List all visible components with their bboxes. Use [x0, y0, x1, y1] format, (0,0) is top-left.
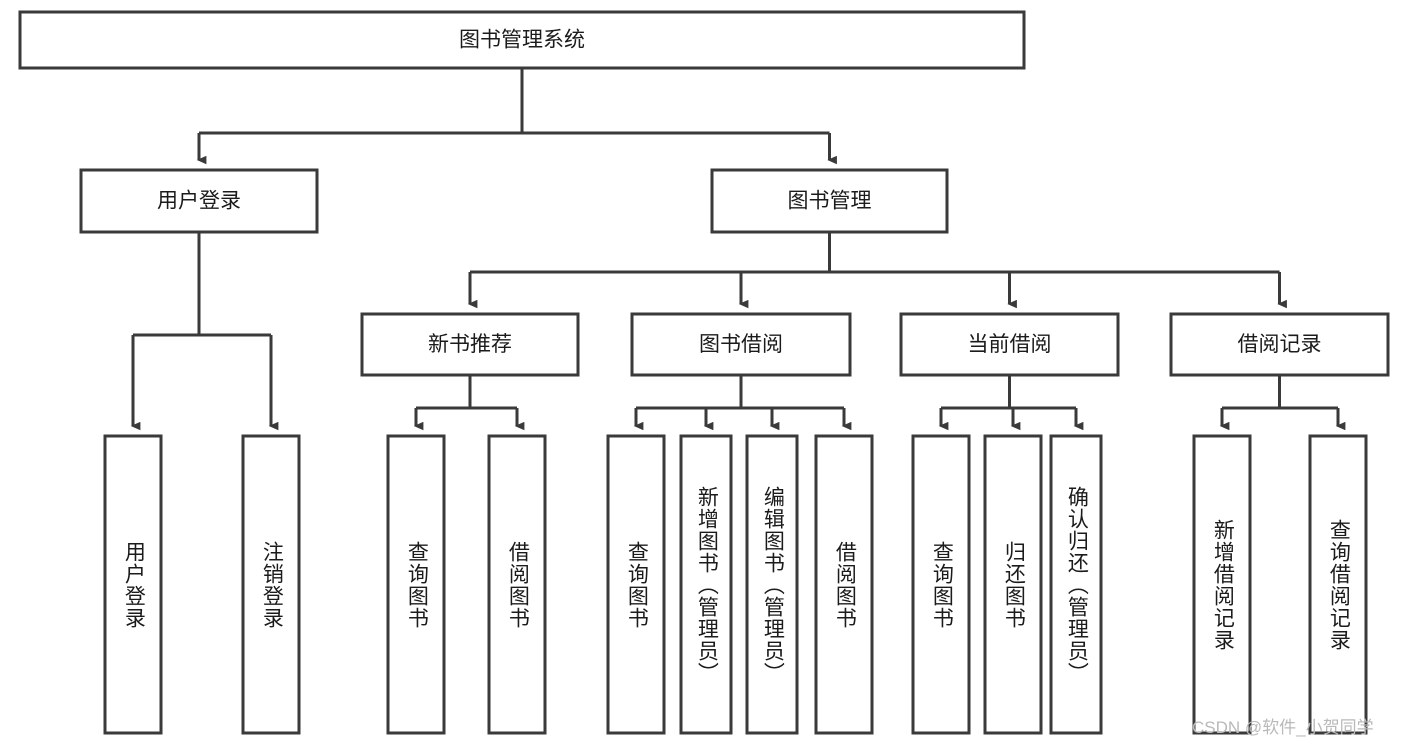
node-label-book-borrow: 图书借阅 — [699, 333, 783, 356]
node-box-leaf-user-login[interactable] — [103, 434, 163, 735]
node-label-current-borrow: 当前借阅 — [968, 333, 1052, 356]
node-box-new-book-recommend[interactable] — [360, 312, 580, 377]
node-box-leaf-borrow-book-recommend[interactable] — [487, 434, 547, 735]
node-box-leaf-confirm-return-admin[interactable] — [1049, 434, 1103, 735]
node-box-leaf-borrow-book[interactable] — [814, 434, 874, 735]
node-label-new-book-recommend: 新书推荐 — [428, 333, 512, 356]
node-label-book-management: 图书管理 — [788, 190, 872, 213]
node-box-leaf-query-borrow-record[interactable] — [1308, 434, 1368, 735]
node-label-root: 图书管理系统 — [459, 29, 585, 52]
node-box-user-login[interactable] — [79, 168, 319, 234]
watermark-text: CSDN @软件_小贺同学 — [1192, 718, 1374, 737]
node-box-current-borrow[interactable] — [899, 312, 1120, 377]
node-box-root[interactable] — [18, 10, 1026, 70]
node-box-borrow-record[interactable] — [1169, 312, 1390, 377]
node-box-leaf-add-borrow-record[interactable] — [1192, 434, 1252, 735]
connector-group — [130, 68, 1346, 431]
node-box-leaf-return-book[interactable] — [983, 434, 1043, 735]
node-box-leaf-user-logout[interactable] — [241, 434, 301, 735]
node-label-user-login: 用户登录 — [157, 190, 241, 213]
node-box-leaf-edit-book-admin[interactable] — [745, 434, 799, 735]
node-box-book-management[interactable] — [710, 168, 949, 234]
node-box-leaf-query-book-recommend[interactable] — [386, 434, 446, 735]
node-box-leaf-add-book-admin[interactable] — [679, 434, 733, 735]
node-box-leaf-query-book-current[interactable] — [911, 434, 971, 735]
node-box-leaf-query-book[interactable] — [606, 434, 666, 735]
node-box-book-borrow[interactable] — [630, 312, 852, 377]
node-label-borrow-record: 借阅记录 — [1238, 333, 1322, 356]
